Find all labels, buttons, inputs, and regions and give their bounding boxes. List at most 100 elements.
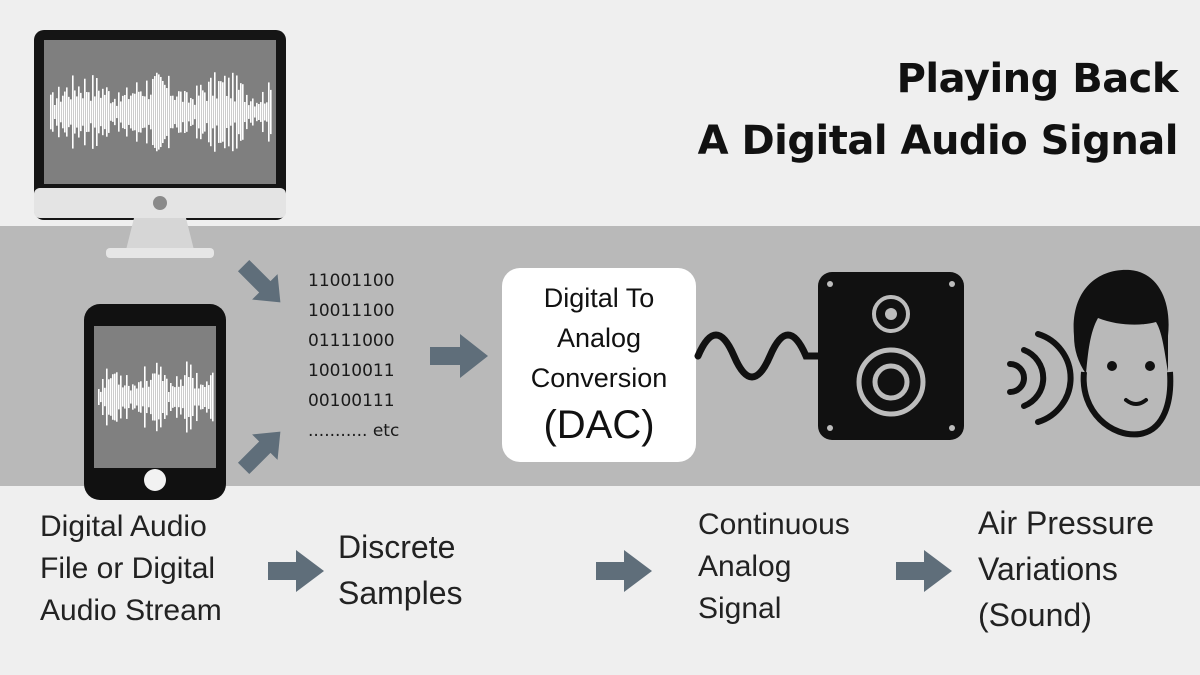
waveform-bar (202, 384, 204, 410)
waveform-bar (60, 101, 62, 123)
waveform-bar (186, 361, 188, 433)
waveform-bar (100, 391, 102, 403)
waveform-bar (218, 81, 220, 143)
caption-line: Samples (338, 575, 463, 611)
waveform-bar (126, 87, 128, 137)
waveform-bar (198, 95, 200, 129)
caption-line: Variations (978, 551, 1118, 587)
waveform-bar (104, 387, 106, 407)
waveform-bar (210, 375, 212, 419)
waveform-bar (194, 104, 196, 120)
waveform-bar (126, 375, 128, 419)
waveform-bar (168, 392, 170, 402)
waveform-bar (180, 379, 182, 415)
binary-row: ........... etc (308, 421, 400, 441)
caption-source: Digital Audio File or Digital Audio Stre… (40, 506, 222, 632)
waveform-bar (116, 105, 118, 119)
arrow-icon (237, 431, 281, 475)
waveform-bar (154, 373, 156, 421)
waveform-bar (168, 75, 170, 149)
binary-row: 00100111 (308, 391, 395, 411)
waveform-bar (212, 95, 214, 129)
waveform-bar (184, 375, 186, 419)
waveform-bar (136, 388, 138, 406)
waveform-bar (232, 72, 234, 152)
waveform-bar (180, 91, 182, 133)
caption-line: Continuous (698, 508, 850, 541)
waveform-bar (186, 92, 188, 132)
waveform-bar (164, 375, 166, 419)
waveform-bar (182, 101, 184, 123)
caption-line: (Sound) (978, 597, 1092, 633)
waveform-bar (140, 91, 142, 133)
caption-samples: Discrete Samples (338, 524, 463, 616)
waveform-bar (102, 88, 104, 136)
binary-row: 10011100 (308, 301, 395, 321)
waveform-bar (72, 75, 74, 149)
binary-row: 11001100 (308, 271, 395, 291)
waveform-bar (172, 386, 174, 408)
waveform-bar (134, 93, 136, 131)
waveform-bar (224, 75, 226, 149)
waveform-bar (80, 92, 82, 132)
waveform-bar (112, 374, 114, 420)
waveform-bar (156, 72, 158, 152)
waveform-bar (146, 80, 148, 144)
waveform-bar (70, 99, 72, 125)
waveform-bar (162, 380, 164, 414)
waveform-bar (74, 90, 76, 134)
waveform-bar (170, 382, 172, 412)
waveform-bar (226, 95, 228, 129)
binary-row: 10010011 (308, 361, 395, 381)
waveform-bar (132, 384, 134, 410)
waveform-bar (190, 364, 192, 430)
arrow-icon (268, 550, 324, 592)
waveform-bar (234, 101, 236, 123)
waveform-bar (64, 91, 66, 133)
binary-samples: 11001100 10011100 01111000 10010011 0010… (308, 266, 399, 446)
binary-row: 01111000 (308, 331, 395, 351)
waveform-bar (148, 386, 150, 408)
waveform-bar (160, 76, 162, 148)
waveform-bar (172, 95, 174, 129)
waveform-bar (124, 385, 126, 409)
sound-waves-icon (1007, 331, 1074, 425)
waveform-bar (242, 84, 244, 140)
waveform-bar (176, 376, 178, 418)
waveform-bar (120, 101, 122, 123)
caption-line: Signal (698, 592, 782, 625)
waveform-bar (142, 95, 144, 129)
dac-box: Digital To Analog Conversion (DAC) (502, 268, 696, 462)
caption-line: Analog (698, 550, 792, 583)
waveform-bar (270, 89, 272, 135)
waveform-bar (176, 96, 178, 128)
waveform-bar (118, 92, 120, 132)
waveform-bar (206, 381, 208, 413)
waveform-bar (250, 101, 252, 123)
caption-line: File or Digital (40, 552, 216, 585)
waveform-bar (132, 93, 134, 131)
waveform-bar (178, 386, 180, 408)
page-title: Playing Back A Digital Audio Signal (697, 48, 1179, 172)
title-line-2: A Digital Audio Signal (697, 118, 1179, 164)
waveform-bar (204, 92, 206, 132)
waveform-bar (88, 92, 90, 132)
waveform-bar (148, 99, 150, 125)
arrow-icon (896, 550, 952, 592)
waveform-bar (106, 87, 108, 137)
waveform-bar (114, 373, 116, 421)
waveform-bar (212, 372, 214, 422)
waveform-bar (114, 98, 116, 126)
waveform-bar (110, 103, 112, 121)
speaker-icon (818, 272, 964, 440)
waveform-bar (260, 102, 262, 122)
waveform-bar (206, 100, 208, 124)
waveform-bar (256, 102, 258, 122)
waveform-bar (136, 82, 138, 142)
waveform-bar (158, 74, 160, 150)
waveform-bar (182, 385, 184, 409)
arrow-icon (596, 550, 652, 592)
caption-line: Discrete (338, 529, 456, 565)
waveform-bar (56, 98, 58, 126)
waveform-bar (150, 94, 152, 130)
